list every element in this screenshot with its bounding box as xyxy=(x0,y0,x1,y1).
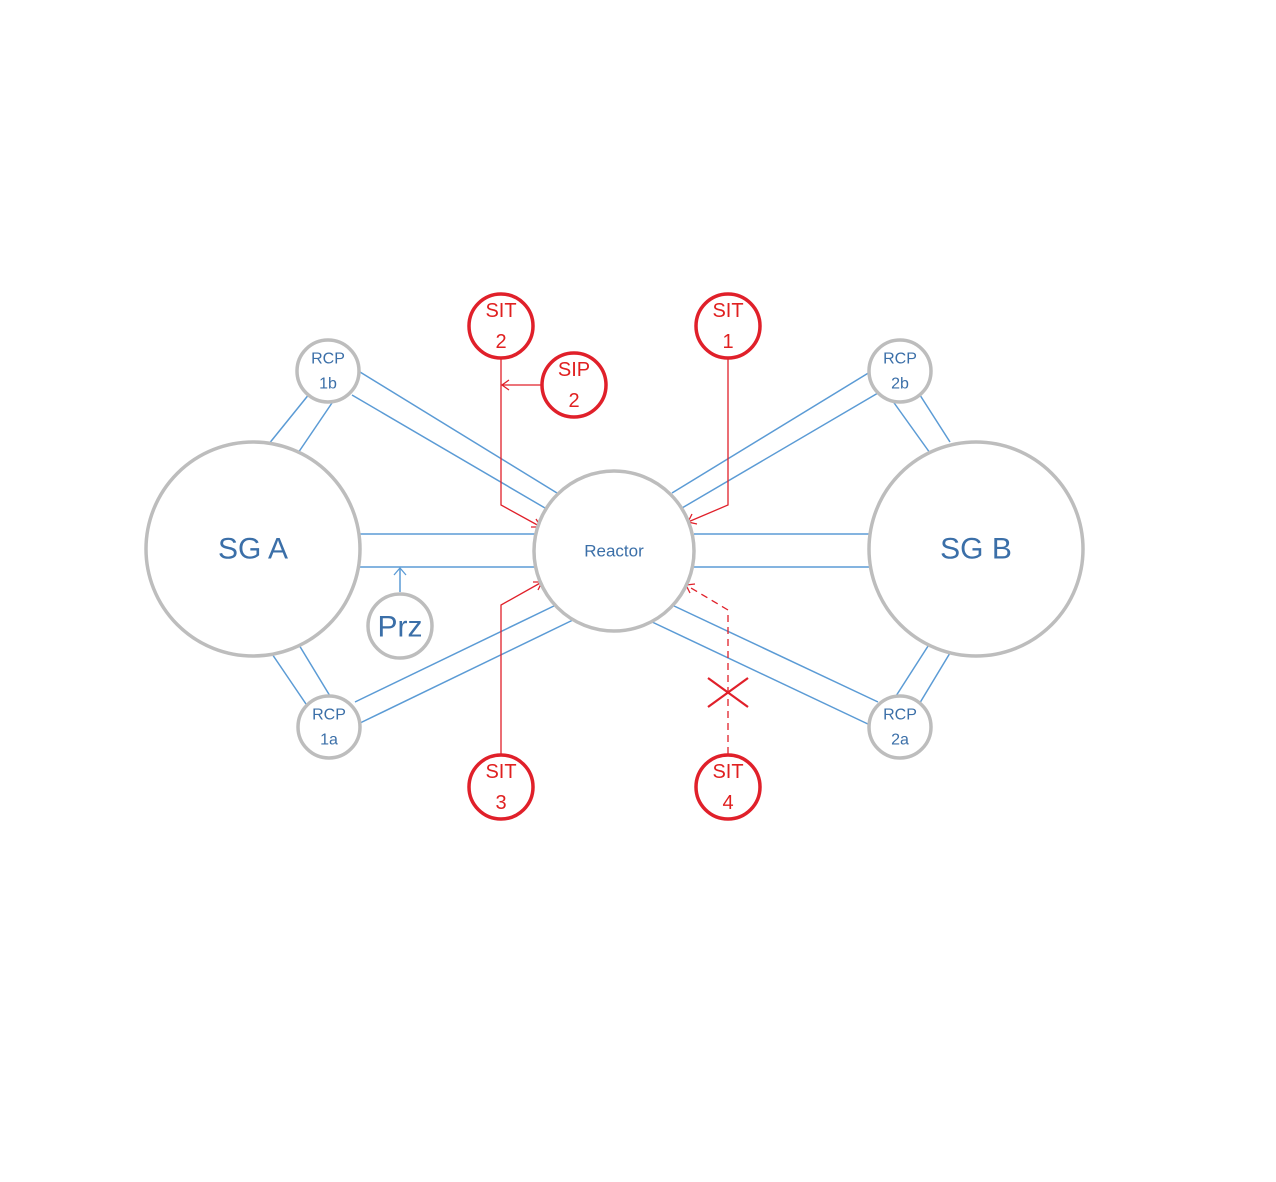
pipe-rcp1a-reactor xyxy=(354,603,576,725)
rcp-1b: RCP 1b xyxy=(295,338,361,404)
rcp-1b-label-top: RCP xyxy=(311,351,345,368)
rcp-1a: RCP 1a xyxy=(296,694,362,760)
sit-2: SIT 2 xyxy=(467,292,535,360)
sg-a-label: SG A xyxy=(218,533,288,566)
pipe-sgb-rcp2b xyxy=(891,391,951,454)
rcp-1a-label-top: RCP xyxy=(312,707,346,724)
sit-2-label-top: SIT xyxy=(485,300,516,322)
pipe-sga-reactor xyxy=(360,533,535,568)
sit-2-label-bottom: 2 xyxy=(495,331,506,353)
sit-1-label-top: SIT xyxy=(712,300,743,322)
sit-4: SIT 4 xyxy=(694,753,762,821)
rcp-2b-label-top: RCP xyxy=(883,351,917,368)
sip-2: SIP 2 xyxy=(540,351,608,419)
sip-2-label-top: SIP xyxy=(558,359,590,381)
rcp-2a-label-top: RCP xyxy=(883,707,917,724)
rcp-2b-label-bottom: 2b xyxy=(891,376,909,393)
line-sit3 xyxy=(500,581,544,754)
sit-4-label-bottom: 4 xyxy=(722,792,733,814)
reactor: Reactor xyxy=(532,469,696,633)
sg-b-label: SG B xyxy=(940,533,1012,566)
sit-3-label-top: SIT xyxy=(485,761,516,783)
pipe-sga-rcp1b xyxy=(267,392,335,457)
sit-3: SIT 3 xyxy=(467,753,535,821)
sit-1: SIT 1 xyxy=(694,292,762,360)
pressurizer: Prz xyxy=(366,592,434,660)
reactor-label: Reactor xyxy=(584,542,644,561)
pipe-network xyxy=(267,371,951,726)
line-sit4 xyxy=(685,583,729,754)
sit-4-label-top: SIT xyxy=(712,761,743,783)
pipe-rcp1b-reactor xyxy=(351,371,558,509)
line-sip2 xyxy=(500,379,541,391)
pipe-sga-rcp1a xyxy=(267,639,331,705)
rcp-2b: RCP 2b xyxy=(867,338,933,404)
line-sit1 xyxy=(687,357,729,525)
rcp-1b-label-bottom: 1b xyxy=(319,376,337,393)
pipe-rcp2b-reactor xyxy=(671,371,879,509)
sg-b: SG B xyxy=(867,440,1085,658)
sip-2-label-bottom: 2 xyxy=(568,390,579,412)
pressurizer-label: Prz xyxy=(378,611,423,644)
sit-3-label-bottom: 3 xyxy=(495,792,506,814)
pipe-prz-surge xyxy=(393,567,407,592)
pipe-sgb-reactor xyxy=(694,533,870,568)
rcp-1a-label-bottom: 1a xyxy=(320,732,338,749)
pipe-rcp2a-reactor xyxy=(649,604,879,726)
pipe-sgb-rcp2a xyxy=(895,642,951,707)
sit-1-label-bottom: 1 xyxy=(722,331,733,353)
injection-lines xyxy=(500,357,749,754)
sg-a: SG A xyxy=(144,440,362,658)
failure-x-icon xyxy=(707,677,749,708)
rcp-2a-label-bottom: 2a xyxy=(891,732,909,749)
rcp-2a: RCP 2a xyxy=(867,694,933,760)
